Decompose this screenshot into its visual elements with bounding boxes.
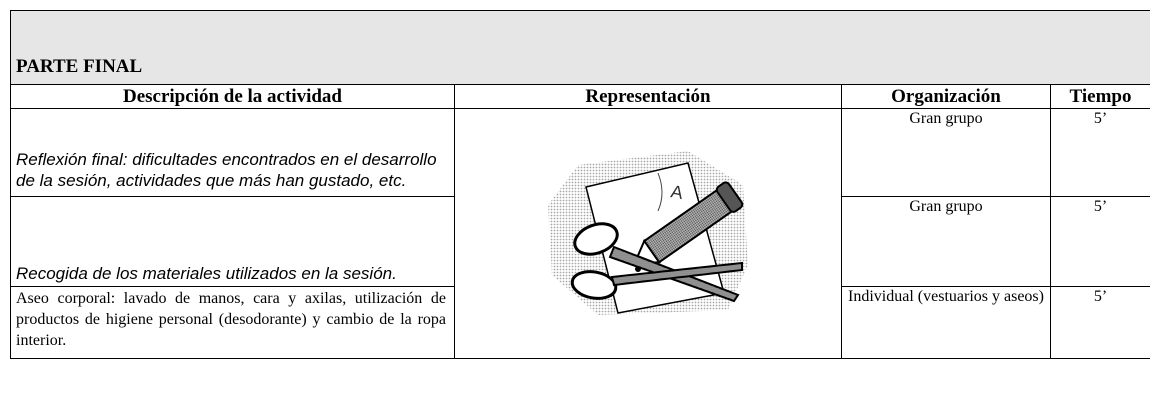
- time-cell: 5’: [1050, 286, 1150, 359]
- header-time: Tiempo: [1050, 84, 1150, 109]
- table-row: Recogida de los materiales utilizados en…: [10, 196, 1150, 287]
- section-header-row: PARTE FINAL: [10, 10, 1150, 85]
- activity-description: Aseo corporal: lavado de manos, cara y a…: [16, 290, 446, 349]
- activity-description: Reflexión final: dificultades encontrado…: [16, 150, 437, 190]
- table-row: Aseo corporal: lavado de manos, cara y a…: [10, 286, 1150, 359]
- scissors-pencil-paper-clipart-icon: A: [548, 151, 748, 315]
- section-header-cell: PARTE FINAL: [10, 10, 1150, 85]
- organization-cell: Gran grupo: [841, 196, 1051, 287]
- table-row: Reflexión final: dificultades encontrado…: [10, 108, 1150, 359]
- time-cell: 5’: [1050, 196, 1150, 287]
- activity-table: PARTE FINAL Descripción de la actividad …: [10, 10, 1150, 359]
- section-title: PARTE FINAL: [16, 56, 143, 77]
- header-organization: Organización: [841, 84, 1051, 109]
- description-cell: Aseo corporal: lavado de manos, cara y a…: [10, 286, 455, 359]
- activity-description: Recogida de los materiales utilizados en…: [16, 264, 397, 283]
- column-header-row: Descripción de la actividad Representaci…: [10, 84, 1150, 109]
- header-description: Descripción de la actividad: [10, 84, 455, 109]
- organization-cell: Individual (vestuarios y aseos): [841, 286, 1051, 359]
- time-cell: 5’: [1050, 108, 1150, 197]
- header-representation: Representación: [454, 84, 842, 109]
- description-cell: Reflexión final: dificultades encontrado…: [10, 108, 455, 197]
- organization-cell: Gran grupo: [841, 108, 1051, 197]
- representation-cell: A: [454, 108, 842, 359]
- svg-text:A: A: [669, 181, 684, 203]
- description-cell: Recogida de los materiales utilizados en…: [10, 196, 455, 287]
